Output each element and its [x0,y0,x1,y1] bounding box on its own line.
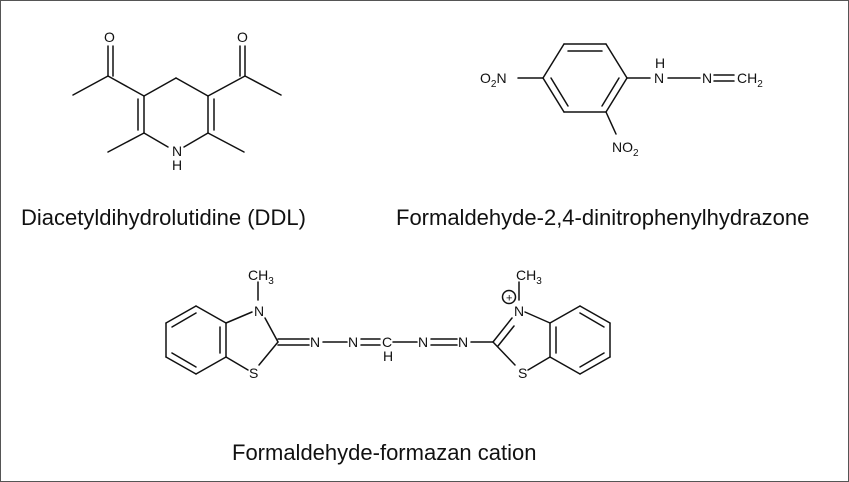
dnph-amine-hydrogen: H [655,55,665,71]
formazan-n1: N [310,334,320,350]
ddl-oxygen-left: O [104,29,115,45]
formazan-methyl-left: CH3 [248,267,274,287]
formazan-carbon: C [382,334,392,350]
ddl-oxygen-right: O [237,29,248,45]
dnph-nitro-left: O2N [480,70,507,90]
dnph-imine-nitrogen: N [702,70,712,86]
formazan-structure: CH3 N S N N C H N N N + CH3 S [165,267,611,381]
dnph-structure: O2N N H N CH2 NO2 [480,43,763,159]
formazan-n-left: N [254,303,264,319]
positive-charge-icon [501,289,517,305]
ddl-ring-hydrogen: H [172,157,182,173]
formazan-carbon-hydrogen: H [383,348,393,364]
formazan-n3: N [418,334,428,350]
formazan-n4: N [458,334,468,350]
caption-formazan: Formaldehyde-formazan cation [232,440,537,465]
dnph-nitro-bottom: NO2 [612,139,639,159]
ddl-structure: O O N H [72,29,282,173]
caption-ddl: Diacetyldihydrolutidine (DDL) [21,205,306,230]
formazan-n-right: N [514,303,524,319]
formazan-plus-sign: + [506,293,512,305]
dnph-methylene: CH2 [737,70,763,90]
caption-dnph: Formaldehyde-2,4-dinitrophenylhydrazone [396,205,810,230]
formazan-methyl-right: CH3 [516,267,542,287]
formazan-s-right: S [518,365,527,381]
formazan-s-left: S [249,365,258,381]
ddl-ring-nitrogen: N [172,143,182,159]
dnph-amine-nitrogen: N [654,70,664,86]
formazan-n2: N [348,334,358,350]
